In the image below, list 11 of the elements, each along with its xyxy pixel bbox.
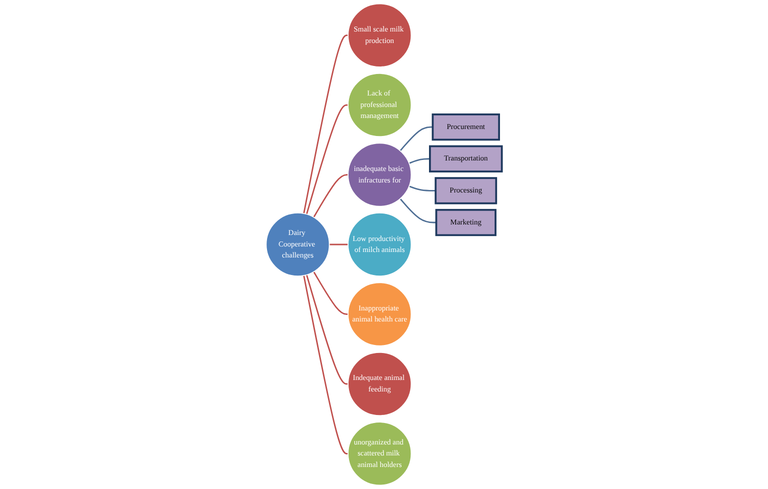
connector: [408, 186, 436, 192]
connector: [313, 271, 348, 315]
connector: [306, 104, 348, 214]
connector: [408, 158, 430, 164]
connector: [303, 275, 348, 454]
connector: [329, 244, 348, 246]
connector: [303, 34, 348, 214]
connector: [313, 174, 348, 218]
connector: [400, 126, 433, 152]
connector: [306, 274, 348, 385]
connector: [400, 198, 436, 224]
